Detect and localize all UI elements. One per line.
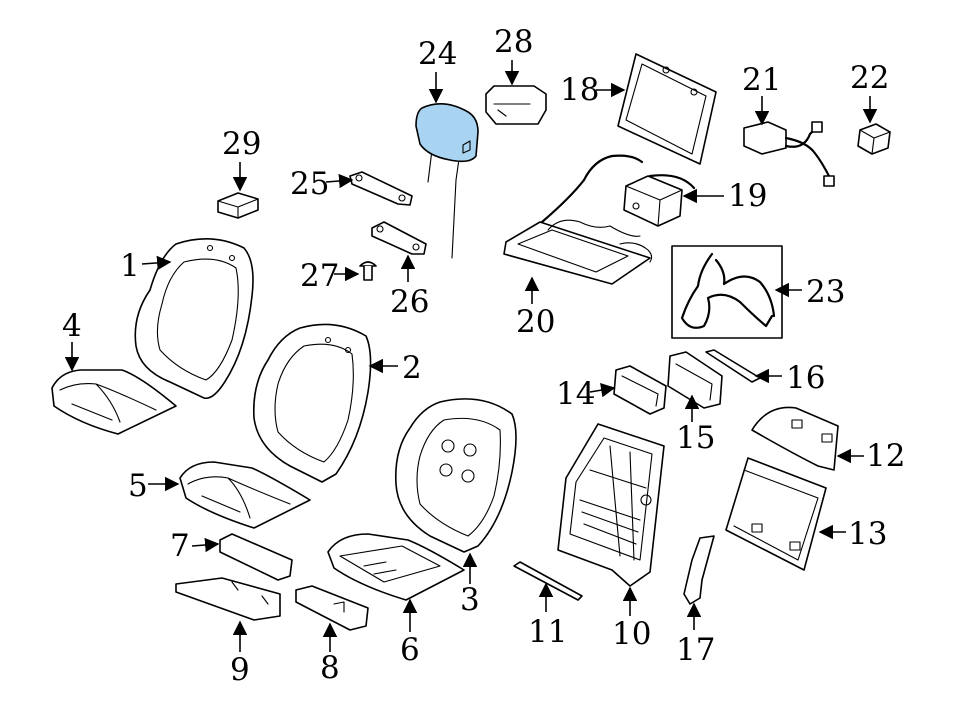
callout-18: 18 [560, 72, 626, 108]
part-17-side-trim[interactable] [683, 535, 715, 605]
callout-4: 4 [62, 308, 82, 372]
callout-label-6: 6 [400, 632, 420, 668]
callout-label-1: 1 [120, 248, 140, 284]
callout-22: 22 [850, 60, 889, 124]
part-2-backrest-pad[interactable] [252, 323, 372, 483]
callout-1: 1 [120, 248, 172, 284]
callout-28: 28 [494, 24, 533, 86]
callout-3: 3 [460, 552, 480, 618]
callout-8: 8 [320, 622, 340, 686]
callout-label-11: 11 [528, 614, 567, 650]
part-21-connector[interactable] [743, 121, 835, 187]
part-20-seat-frame[interactable] [503, 154, 653, 285]
callout-label-21: 21 [742, 62, 781, 98]
callout-16: 16 [754, 360, 825, 396]
part-7-pad[interactable] [219, 533, 293, 581]
part-13-back-panel[interactable] [725, 457, 827, 571]
callout-2: 2 [368, 350, 422, 386]
callout-24: 24 [418, 36, 457, 104]
callout-20: 20 [516, 276, 555, 340]
part-9-mat[interactable] [175, 577, 281, 621]
part-29-block[interactable] [217, 192, 259, 219]
callout-6: 6 [400, 598, 420, 668]
callout-label-26: 26 [390, 284, 429, 320]
part-25-bracket[interactable] [349, 171, 413, 206]
callout-25: 25 [290, 166, 354, 202]
part-1-backrest-cover[interactable] [134, 238, 254, 400]
callout-17: 17 [676, 602, 715, 668]
callout-15: 15 [676, 394, 715, 456]
callout-label-9: 9 [230, 652, 250, 688]
callout-label-12: 12 [866, 438, 905, 474]
callout-19: 19 [682, 178, 767, 214]
callout-12: 12 [836, 438, 905, 474]
callout-29: 29 [222, 126, 261, 192]
part-22-switch[interactable] [857, 123, 891, 155]
callout-label-29: 29 [222, 126, 261, 162]
callout-label-17: 17 [676, 632, 715, 668]
callout-label-18: 18 [560, 72, 599, 108]
callout-9: 9 [230, 620, 250, 688]
part-11-strip[interactable] [513, 561, 583, 601]
part-26-bracket[interactable] [371, 221, 427, 255]
callout-label-10: 10 [612, 616, 651, 652]
callout-label-20: 20 [516, 304, 555, 340]
part-28-cover[interactable] [485, 85, 547, 125]
part-24-headrest[interactable] [415, 103, 479, 259]
callout-label-8: 8 [320, 650, 340, 686]
callout-label-25: 25 [290, 166, 329, 202]
callout-label-14: 14 [556, 376, 595, 412]
callout-label-4: 4 [62, 308, 82, 344]
callout-21: 21 [742, 62, 781, 126]
callout-label-19: 19 [728, 178, 767, 214]
part-10-back-frame[interactable] [557, 423, 665, 587]
part-18-frame[interactable] [617, 53, 717, 165]
part-5-cushion-pad[interactable] [179, 461, 311, 529]
part-14-trim[interactable] [613, 365, 667, 415]
part-23-wire-harness[interactable] [671, 245, 783, 339]
part-15-bracket[interactable] [667, 351, 723, 409]
callout-7: 7 [170, 528, 220, 564]
callout-label-16: 16 [786, 360, 825, 396]
callout-13: 13 [818, 516, 887, 552]
callout-11: 11 [528, 582, 567, 650]
callout-label-5: 5 [128, 468, 148, 504]
callout-10: 10 [612, 586, 651, 652]
callout-label-7: 7 [170, 528, 190, 564]
part-12-panel[interactable] [751, 406, 839, 471]
callout-label-3: 3 [460, 582, 480, 618]
callout-label-27: 27 [300, 258, 339, 294]
callout-label-28: 28 [494, 24, 533, 60]
callout-label-22: 22 [850, 60, 889, 96]
callout-label-24: 24 [418, 36, 457, 72]
part-6-seat-cushion[interactable] [327, 533, 465, 601]
part-4-cushion-cover[interactable] [51, 369, 177, 435]
callout-26: 26 [390, 254, 429, 320]
callout-27: 27 [300, 258, 360, 294]
callout-23: 23 [774, 274, 845, 310]
callout-14: 14 [556, 376, 616, 412]
part-3-back-cushion[interactable] [394, 398, 517, 553]
callout-label-2: 2 [402, 350, 422, 386]
callout-label-13: 13 [848, 516, 887, 552]
callout-label-15: 15 [676, 420, 715, 456]
part-27-clip[interactable] [359, 261, 377, 281]
part-8-pad[interactable] [295, 585, 369, 631]
part-19-motor[interactable] [623, 174, 696, 227]
callout-5: 5 [128, 468, 180, 504]
callout-label-23: 23 [806, 274, 845, 310]
